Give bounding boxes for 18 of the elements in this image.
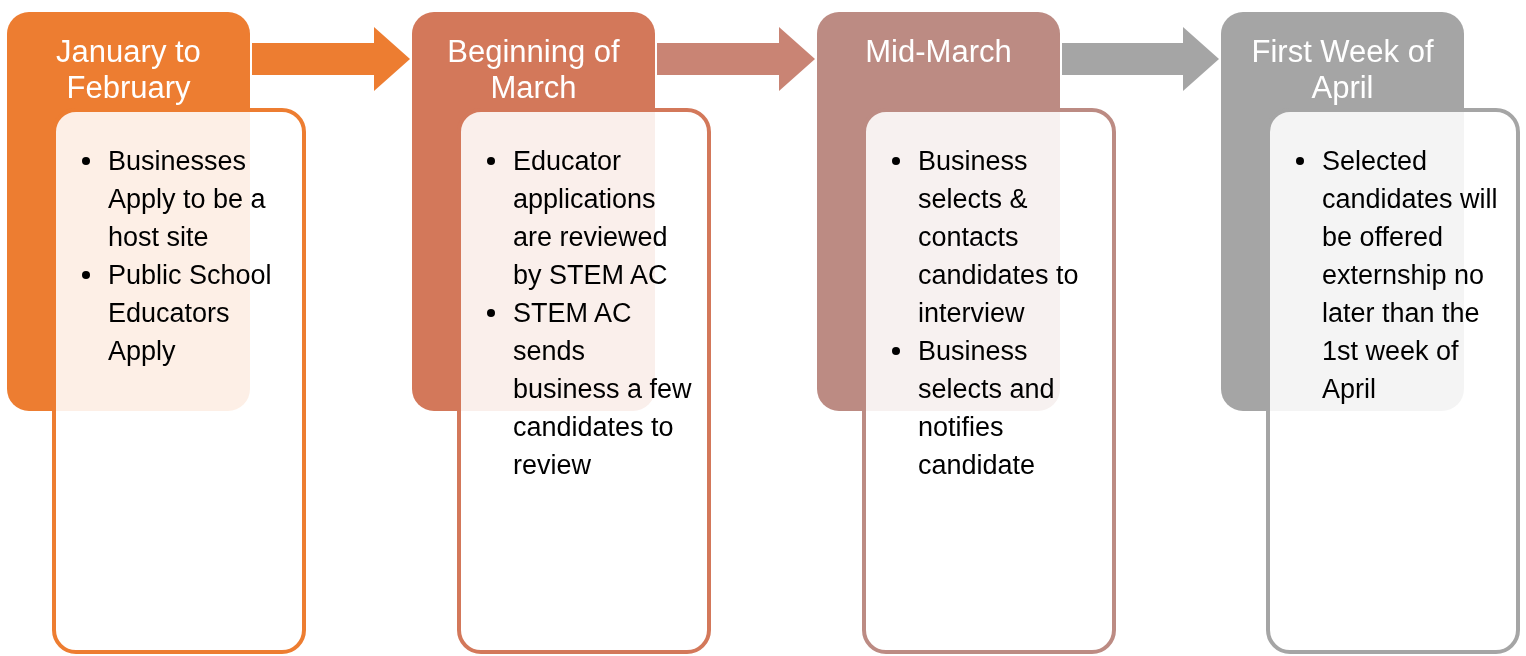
bullet-text: Business selects & contacts candidates to interview — [918, 145, 1080, 330]
stage-title: Mid-March — [864, 34, 1013, 70]
bullet-text: Educator applications are reviewed by STEM AC — [513, 145, 669, 292]
block-arrow — [252, 27, 410, 91]
block-arrow — [1062, 27, 1219, 91]
bullet-text: STEM AC sends business a few candidates to review — [513, 297, 693, 482]
bullet-text: Public School Educators Apply — [108, 259, 273, 368]
bullet-text: Selected candidates will be offered externship no later than the 1st week of April — [1322, 145, 1499, 406]
stage-title: January to February — [55, 34, 202, 106]
bullet-text: Business selects and notifies candidate — [918, 335, 1056, 482]
stage-title: First Week of April — [1250, 34, 1435, 106]
stage-title: Beginning of March — [446, 34, 621, 106]
bullet-text: Businesses Apply to be a host site — [108, 145, 267, 254]
stage-header-box — [412, 12, 655, 108]
stage-header-box — [1221, 12, 1464, 108]
block-arrow — [657, 27, 815, 91]
stage-header-box — [817, 12, 1060, 108]
stage-header-box — [7, 12, 250, 108]
